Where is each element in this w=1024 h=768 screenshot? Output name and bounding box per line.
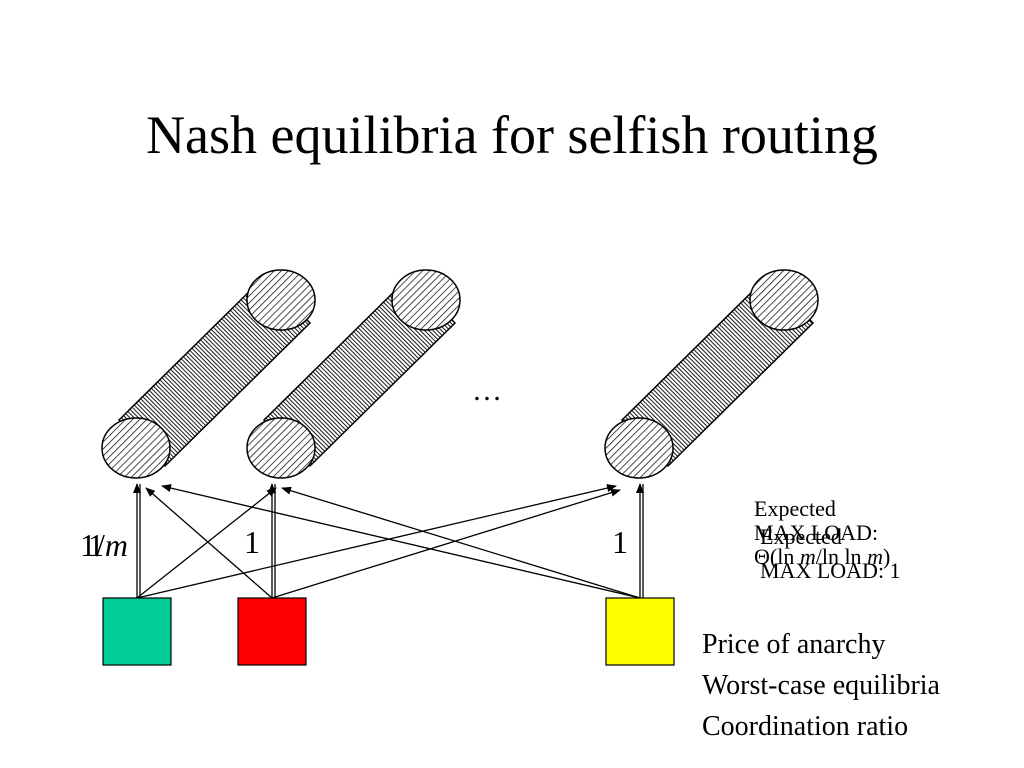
- arrow-green-to-bin2: [136, 487, 277, 599]
- arrow-yellow-to-bin2: [281, 486, 641, 599]
- max-load-log-var2: m: [867, 544, 883, 569]
- slide-title: Nash equilibria for selfish routing: [146, 105, 878, 165]
- max-load-log-line2: MAX LOAD:: [754, 520, 879, 545]
- ball-green: [102, 597, 172, 666]
- bin2-load-label: 1: [244, 524, 260, 560]
- arrow-red-to-bin3: [271, 488, 621, 599]
- max-load-log-prefix: Θ(ln: [754, 544, 800, 569]
- max-load-one-line1: Expected: [760, 524, 842, 549]
- bin-cylinder-3: [604, 269, 819, 479]
- bin1-load-label-alt: 1: [88, 527, 104, 563]
- bin-cylinder-1: [101, 269, 316, 479]
- max-load-log-mid: /ln ln: [815, 544, 868, 569]
- bins-ellipsis: …: [472, 374, 502, 407]
- routing-arrows: [133, 483, 644, 599]
- arrow-green-to-bin3: [136, 484, 617, 599]
- max-load-one-line2: MAX LOAD: 1: [760, 558, 901, 583]
- ball-yellow: [605, 597, 675, 666]
- max-load-log-suffix: ): [882, 544, 891, 569]
- max-load-log-var1: m: [799, 544, 816, 569]
- term-worst-case-equilibria: Worst-case equilibria: [702, 670, 940, 701]
- ball-red: [237, 597, 307, 666]
- bin1-load-fraction: 1/: [80, 527, 105, 563]
- bin1-load-var: m: [104, 527, 128, 563]
- bin-cylinder-2: [246, 269, 461, 479]
- bin1-load-label: 1/m: [80, 527, 128, 563]
- bin3-load-label: 1: [612, 524, 628, 560]
- max-load-one-annotation: Expected MAX LOAD: 1: [760, 525, 901, 583]
- max-load-log-line1: Expected: [754, 496, 836, 521]
- arrow-red-to-bin1: [145, 487, 273, 599]
- max-load-log-line3: Θ(ln m/ln ln m): [754, 545, 890, 569]
- arrow-yellow-to-bin1: [161, 484, 641, 599]
- terms-list: Price of anarchy Worst-case equilibria C…: [702, 624, 940, 747]
- max-load-log-annotation: Expected MAX LOAD: Θ(ln m/ln ln m): [754, 497, 890, 569]
- term-coordination-ratio: Coordination ratio: [702, 711, 909, 742]
- term-price-of-anarchy: Price of anarchy: [702, 629, 886, 660]
